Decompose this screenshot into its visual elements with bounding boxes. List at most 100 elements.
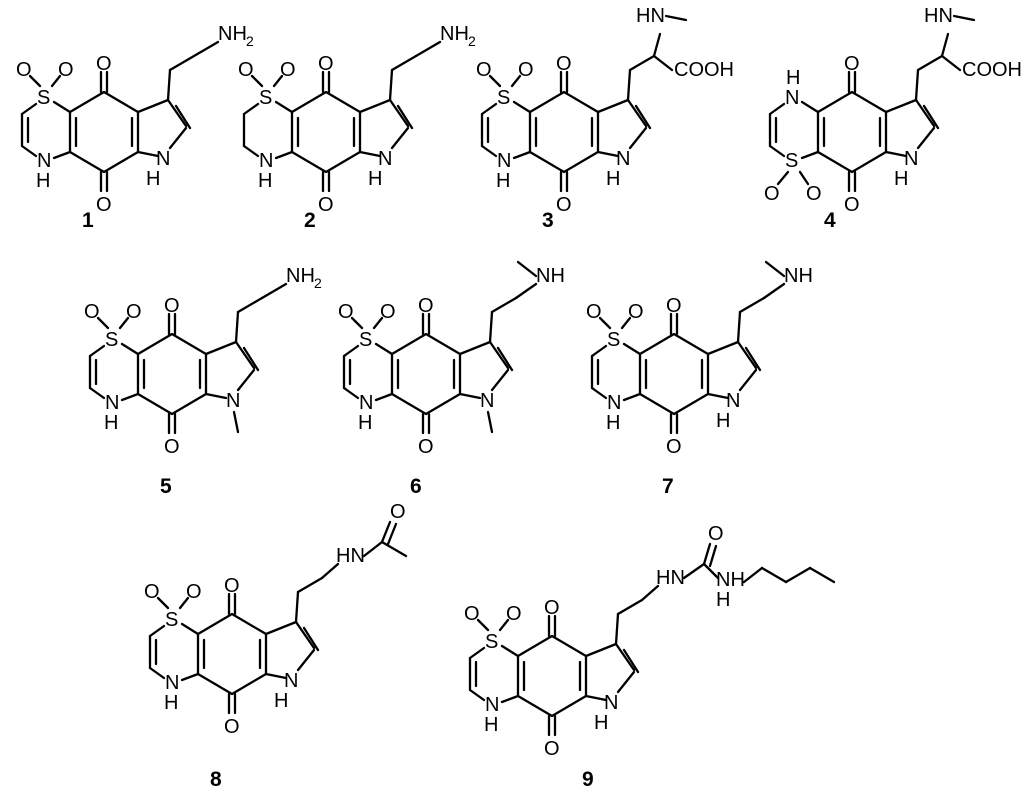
nitrogen-label: N [485,694,499,716]
bond-line [590,344,608,358]
bond-line [614,612,620,646]
nitrogen-label: N [904,148,918,170]
nitrogen-label: N [284,670,298,692]
bond-path [516,634,588,718]
nitrogen-label: N [604,692,618,714]
bond-line [798,170,810,186]
compound-number: 3 [542,209,554,232]
bond-path [390,332,462,416]
bond-line [180,622,200,636]
oxygen-label: O [464,603,480,625]
bond-line [738,368,758,392]
hydrogen-label: H [274,690,288,712]
hydrogen-label: H [36,170,50,192]
oxygen-label: O [418,436,434,458]
bond-line [274,150,294,160]
oxygen-label: O [58,59,74,81]
oxygen-label: O [144,581,160,603]
bond-line [192,40,220,58]
compound-number: 6 [410,475,422,498]
nitrogen-label: N [480,390,494,412]
oxygen-label: O [556,53,572,75]
bond-line [764,260,786,278]
oxygen-label: O [16,59,32,81]
bond-line [628,54,656,72]
bond-line [250,74,264,88]
bond-line [490,368,510,392]
bond-line [168,54,196,72]
bond-line [940,32,950,58]
bond-line [390,126,410,150]
compound-number: 8 [210,768,222,791]
sulfur-label: S [485,631,498,653]
bond-line [622,648,640,674]
oxygen-label: O [338,301,354,323]
hydrogen-label: H [606,412,620,434]
sulfur-label: S [359,329,372,351]
bond-line [260,282,288,300]
nitrogen-label: N [497,150,511,172]
nitrogen-label: N [105,392,119,414]
hydrogen-label: H [258,170,272,192]
oxygen-label: O [518,59,534,81]
bond-line [784,566,812,584]
urea-nh-label: NH [716,569,745,591]
bond-line [760,566,788,584]
oxygen-label: O [418,295,434,317]
oxygen-label: O [186,581,202,603]
bond-line [884,98,918,114]
bond-line [388,68,394,102]
bond-line [294,620,316,650]
bond-path [528,90,600,174]
oxygen-label: O [318,194,334,216]
oxygen-label: O [544,738,560,760]
bond-line [640,584,660,602]
hydrogen-label: H [164,692,178,714]
bond-line [156,596,170,610]
amine-label: NH [286,265,315,287]
bond-line [708,544,718,568]
subscript-label: 2 [468,33,476,49]
oxygen-label: O [666,295,682,317]
bond-line [374,392,394,402]
hydrogen-label: H [786,67,800,89]
bond-line [706,392,730,400]
bond-line [350,316,364,330]
bond-line [458,340,492,356]
compound-number: 9 [582,768,594,791]
urea-nh-label: HN [656,567,685,589]
bond-line [264,620,298,636]
nitrogen-label: N [359,392,373,414]
bond-line [118,316,130,330]
bond-line [510,74,522,88]
bond-line [596,98,630,114]
sulfur-label: S [259,87,272,109]
amine-label: HN [636,5,665,27]
bond-line [28,74,42,88]
bond-line [120,342,140,356]
oxygen-label: O [764,183,780,205]
bond-line [274,100,294,114]
bond-line [296,648,316,672]
compound-number: 2 [304,209,316,232]
oxygen-label: O [544,597,560,619]
bond-line [736,310,742,344]
bond-line [476,618,490,632]
bond-line [96,316,110,330]
bond-line [264,672,288,680]
oxygen-label: O [224,716,240,738]
hydrogen-label: H [606,168,620,190]
bond-line [50,74,62,88]
oxygen-label: O [708,523,724,545]
bond-line [468,646,486,660]
bond-line [738,296,766,314]
oxygen-label: O [586,301,602,323]
oxygen-label: O [806,183,822,205]
oxygen-label: O [380,301,396,323]
oxygen-label: O [96,53,112,75]
oxygen-label: O [628,301,644,323]
bond-line [598,316,612,330]
